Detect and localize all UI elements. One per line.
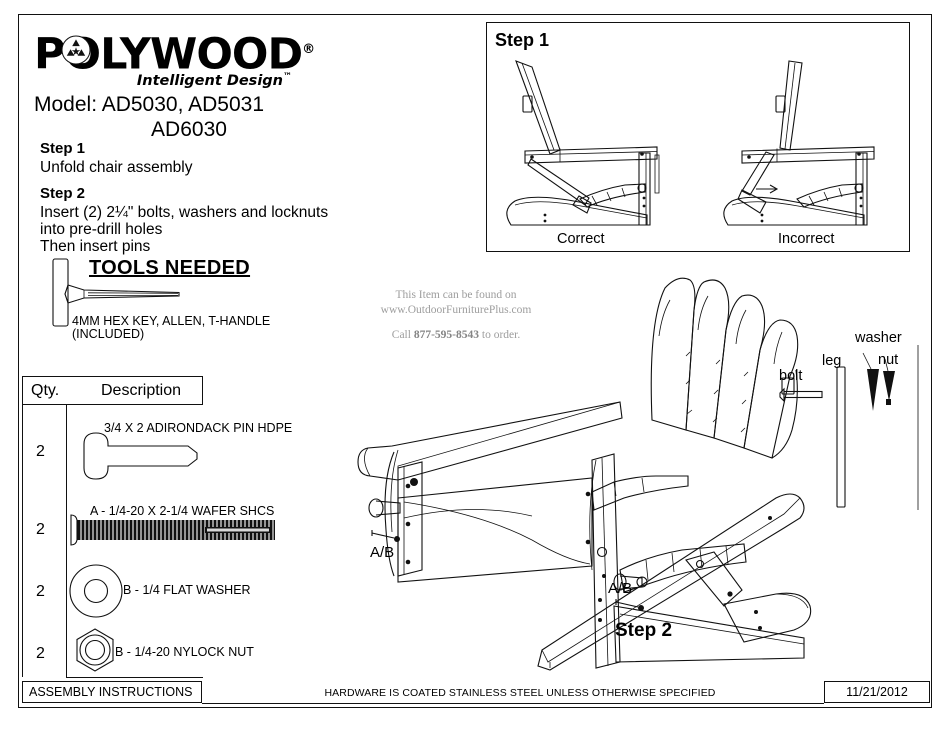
- model-numbers: Model: AD5030, AD5031 AD6030: [34, 92, 314, 142]
- model-line-2: AD6030: [151, 118, 227, 141]
- step-1-illustration-panel: [486, 22, 910, 252]
- step-1-panel-label: Step 1: [495, 30, 550, 50]
- tools-caption-line-2: (INCLUDED): [72, 327, 145, 341]
- parts-table-header-qty: Qty.: [31, 382, 60, 399]
- hardware-callout-group: [779, 345, 919, 510]
- brand-logo: POLYWOOD® Intelligent Design™: [34, 28, 315, 90]
- label-washer: washer: [855, 330, 902, 346]
- parts-table-header: Qty. Description: [22, 376, 203, 405]
- step-1-body: Unfold chair assembly: [40, 159, 193, 176]
- step-2-diagram-label: Step 2: [615, 620, 673, 641]
- label-leg: leg: [822, 353, 842, 369]
- nut-pointer: [883, 358, 895, 405]
- watermark-line-2: www.OutdoorFurniturePlus.com: [380, 304, 532, 316]
- wafer-head-screw-icon: [70, 514, 275, 546]
- brand-tagline-text: Intelligent Design: [136, 72, 283, 89]
- label-ab-left: A/B: [370, 544, 395, 561]
- tools-needed-heading: TOOLS NEEDED: [89, 257, 251, 279]
- watermark-line-1: This Item can be found on: [395, 289, 517, 301]
- bolt-graphic: [779, 387, 823, 403]
- parts-table-column-rule: [66, 405, 67, 677]
- bolt-callout-right: [613, 573, 648, 611]
- watermark-call-prefix: Call: [391, 329, 414, 341]
- trademark-icon: ™: [283, 72, 292, 82]
- label-bolt: bolt: [779, 368, 803, 384]
- bolt-callout-left: [368, 498, 401, 542]
- footer-date-box: 11/21/2012: [824, 681, 930, 703]
- registered-trademark-icon: ®: [302, 42, 315, 57]
- table-row-2-qty: 2: [36, 521, 45, 538]
- watermark-phone: 877-595-8543: [413, 329, 479, 341]
- step-2-body-line-3: Then insert pins: [40, 238, 151, 255]
- nylock-nut-icon: [76, 628, 114, 672]
- step-2-body-line-1: Insert (2) 2¼" bolts, washers and locknu…: [40, 204, 329, 221]
- website-watermark: This Item can be found on www.OutdoorFur…: [356, 288, 556, 343]
- page-border: [18, 14, 932, 708]
- label-ab-right: A/B: [608, 580, 633, 597]
- step-1-heading: Step 1: [40, 140, 86, 157]
- washer-pointer: [862, 352, 879, 411]
- brand-tagline: Intelligent Design™: [137, 72, 292, 89]
- watermark-call-suffix: to order.: [479, 329, 521, 341]
- table-row-1-qty: 2: [36, 443, 45, 460]
- table-row-4-qty: 2: [36, 645, 45, 662]
- parts-table-header-description: Description: [101, 382, 182, 399]
- flat-washer-icon: [69, 564, 123, 618]
- parts-table-bottom-rule: [66, 677, 203, 678]
- table-row-1-description: 3/4 X 2 ADIRONDACK PIN HDPE: [104, 421, 293, 435]
- leg-graphic: [836, 366, 846, 508]
- table-row-3-qty: 2: [36, 583, 45, 600]
- model-line-1: Model: AD5030, AD5031: [34, 93, 264, 116]
- watermark-call-line: Call 877-595-8543 to order.: [356, 328, 556, 343]
- incorrect-caption: Incorrect: [778, 231, 835, 247]
- correct-caption: Correct: [557, 231, 605, 247]
- step-2-body-line-2: into pre-drill holes: [40, 221, 163, 238]
- table-row-3-description: B - 1/4 FLAT WASHER: [123, 583, 251, 597]
- parts-table-left-rule: [22, 405, 23, 677]
- footer-date: 11/21/2012: [846, 685, 908, 699]
- tools-caption: 4MM HEX KEY, ALLEN, T-HANDLE (INCLUDED): [72, 315, 312, 341]
- t-handle-hex-key-icon: [52, 258, 180, 327]
- table-row-2-description: A - 1/4-20 X 2-1/4 WAFER SHCS: [90, 504, 275, 518]
- correct-chair-side-view: [506, 60, 660, 226]
- main-chair-illustration: [357, 277, 812, 671]
- instruction-text-block: Step 1 Unfold chair assembly Step 2 Inse…: [40, 140, 340, 264]
- footer-title-box: ASSEMBLY INSTRUCTIONS: [22, 681, 202, 703]
- step-2-heading: Step 2: [40, 185, 86, 202]
- footer-title: ASSEMBLY INSTRUCTIONS: [29, 685, 193, 699]
- tools-caption-line-1: 4MM HEX KEY, ALLEN, T-HANDLE: [72, 314, 271, 328]
- incorrect-chair-side-view: [723, 60, 875, 226]
- table-row-4-description: B - 1/4-20 NYLOCK NUT: [115, 645, 254, 659]
- label-nut: nut: [878, 352, 899, 368]
- recycle-star-icon: [61, 35, 91, 65]
- adirondack-pin-icon: [83, 432, 198, 480]
- footer-rule: [202, 703, 824, 704]
- footer-note: HARDWARE IS COATED STAINLESS STEEL UNLES…: [324, 687, 716, 699]
